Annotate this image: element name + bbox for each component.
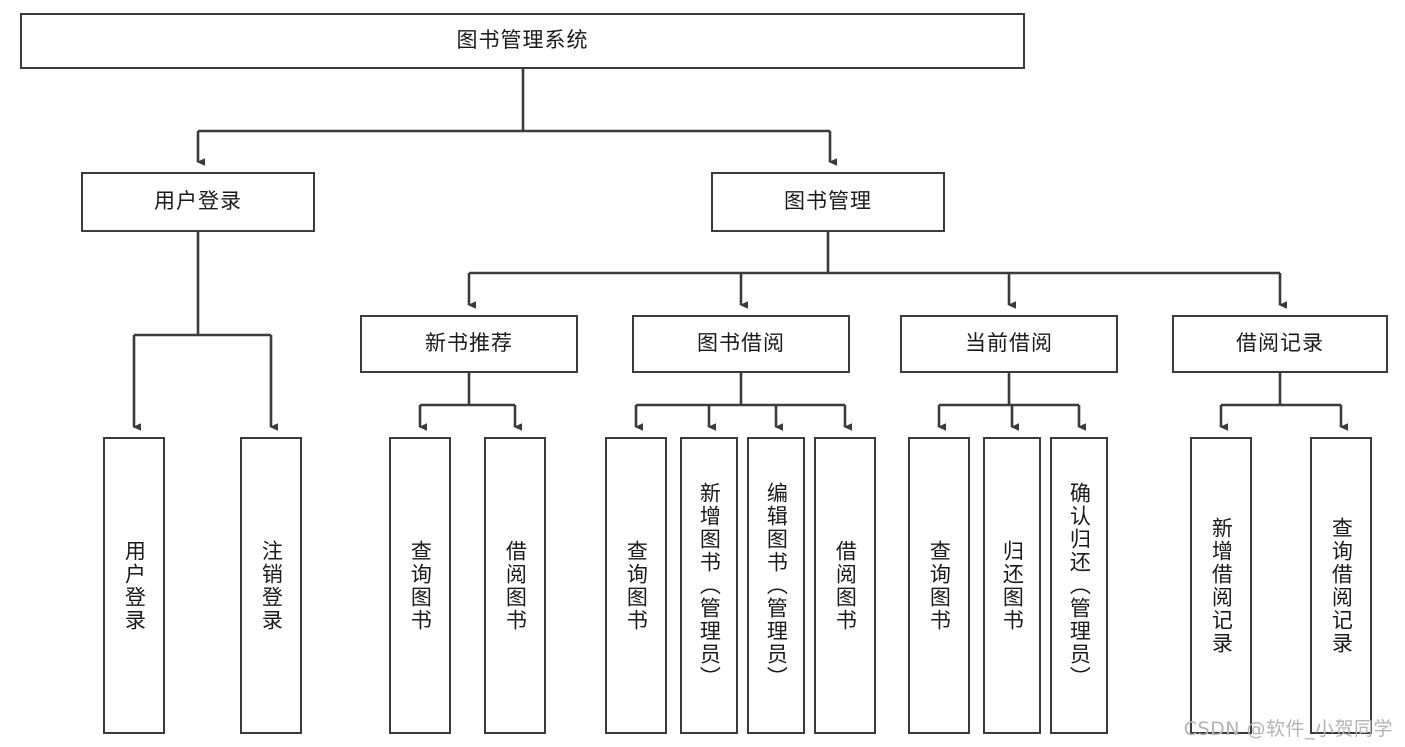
leaf-node-label: 借阅图书: [833, 539, 858, 632]
leaf-node[interactable]: 编辑图书（管理员）: [747, 437, 805, 734]
leaf-node[interactable]: 新增借阅记录: [1190, 437, 1252, 734]
node-new-book-recommend-label: 新书推荐: [425, 331, 513, 356]
leaf-node-label: 注销登录: [259, 539, 284, 632]
leaf-node-label: 用户登录: [122, 539, 147, 632]
leaf-node[interactable]: 借阅图书: [814, 437, 876, 734]
node-root[interactable]: 图书管理系统: [20, 13, 1025, 69]
node-current-borrow-label: 当前借阅: [965, 331, 1053, 356]
leaf-node-label: 查询图书: [927, 539, 952, 632]
leaf-node-label: 查询借阅记录: [1329, 516, 1354, 655]
leaf-node[interactable]: 查询借阅记录: [1310, 437, 1372, 734]
leaf-node[interactable]: 确认归还（管理员）: [1050, 437, 1108, 734]
node-book-management-label: 图书管理: [784, 189, 872, 214]
node-new-book-recommend[interactable]: 新书推荐: [360, 315, 578, 373]
leaf-node-label: 新增借阅记录: [1209, 516, 1234, 655]
leaf-node-label: 确认归还（管理员）: [1067, 482, 1092, 689]
node-book-management[interactable]: 图书管理: [711, 172, 945, 232]
leaf-node-label: 编辑图书（管理员）: [764, 482, 789, 689]
watermark: CSDN @软件_小贺同学: [1183, 718, 1393, 740]
leaf-node[interactable]: 注销登录: [240, 437, 302, 734]
node-book-borrow-label: 图书借阅: [697, 331, 785, 356]
node-user-login[interactable]: 用户登录: [81, 172, 315, 232]
leaf-node-label: 新增图书（管理员）: [697, 482, 722, 689]
leaf-node[interactable]: 借阅图书: [484, 437, 546, 734]
node-borrow-record-label: 借阅记录: [1236, 331, 1324, 356]
node-root-label: 图书管理系统: [456, 28, 589, 53]
node-current-borrow[interactable]: 当前借阅: [900, 315, 1118, 373]
leaf-node[interactable]: 查询图书: [908, 437, 970, 734]
leaf-node[interactable]: 查询图书: [389, 437, 451, 734]
leaf-node-label: 归还图书: [1000, 539, 1025, 632]
leaf-node[interactable]: 新增图书（管理员）: [680, 437, 738, 734]
node-borrow-record[interactable]: 借阅记录: [1172, 315, 1388, 373]
leaf-node-label: 查询图书: [408, 539, 433, 632]
leaf-node[interactable]: 查询图书: [605, 437, 667, 734]
node-book-borrow[interactable]: 图书借阅: [632, 315, 850, 373]
leaf-node[interactable]: 用户登录: [103, 437, 165, 734]
leaf-node[interactable]: 归还图书: [983, 437, 1041, 734]
leaf-node-label: 借阅图书: [503, 539, 528, 632]
leaf-node-label: 查询图书: [624, 539, 649, 632]
node-user-login-label: 用户登录: [154, 189, 242, 214]
